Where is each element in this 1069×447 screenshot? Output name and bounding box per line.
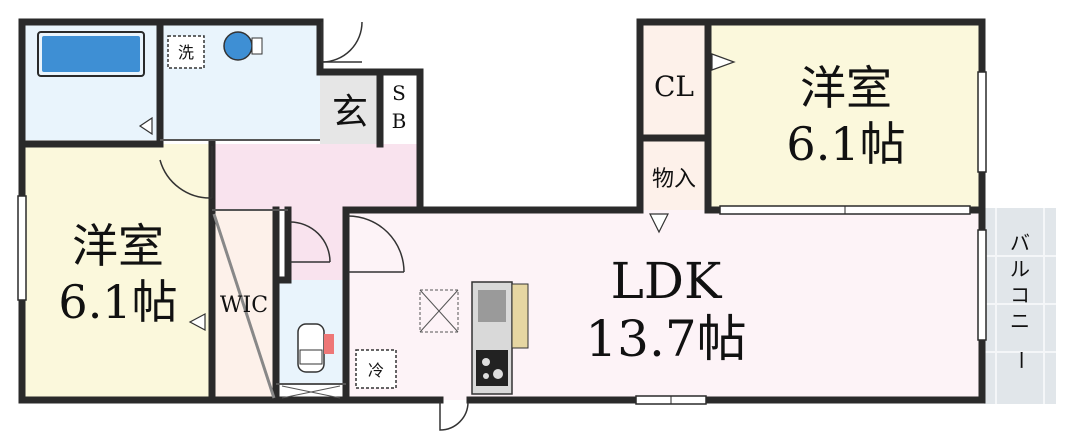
- doors: [159, 21, 469, 431]
- faucet-icon: [251, 37, 263, 55]
- partitions: [160, 139, 346, 385]
- bathtub-water: [42, 36, 140, 72]
- western-room-left-size: 6.1帖: [58, 275, 177, 329]
- kitchen-sink-icon: [478, 290, 506, 322]
- corridor-fill: [212, 144, 420, 210]
- balcony-grid: [984, 208, 1056, 404]
- corridor-lower-fill: [288, 210, 346, 280]
- closet-fill: [640, 22, 708, 138]
- storage-fill: [640, 138, 708, 210]
- burner-icon: [483, 373, 489, 379]
- fridge-space: [355, 349, 397, 389]
- western-room-right-fill: [708, 22, 982, 210]
- western-room-left-fill: [22, 144, 212, 400]
- balcony-char: ル: [1010, 257, 1030, 281]
- western-room-right-size: 6.1帖: [786, 117, 905, 171]
- toilet-panel: [324, 334, 334, 354]
- entrance-fill: [320, 72, 380, 144]
- wic-rod: [212, 213, 276, 399]
- shoebox-label-b: B: [392, 109, 407, 133]
- western-room-right-name: 洋室: [800, 61, 892, 115]
- toilet-icon: [297, 323, 325, 373]
- walls: [18, 18, 986, 404]
- wic-label: WIC: [220, 293, 268, 318]
- washer-space: [167, 35, 205, 69]
- stove-icon: [476, 350, 508, 386]
- closet-label: CL: [654, 70, 694, 103]
- storage-label: 物入: [652, 167, 696, 192]
- ventilation-icon: [281, 289, 459, 399]
- burner-icon: [493, 369, 503, 379]
- ldk-fill: [346, 210, 982, 400]
- shoebox-label-s: S: [392, 81, 406, 105]
- ldk-size: 13.7帖: [585, 310, 746, 368]
- balcony-char: ニ: [1010, 309, 1030, 333]
- balcony-char: ー: [1009, 350, 1033, 370]
- shoebox-fill: [380, 72, 420, 144]
- window-mullions: [670, 206, 846, 404]
- balcony-char: コ: [1010, 283, 1030, 307]
- entrance-label: 玄: [332, 92, 368, 133]
- washbasin: [223, 31, 253, 61]
- western-room-left-name: 洋室: [72, 219, 164, 273]
- balcony-label: バ ル コ ニ ー: [1009, 231, 1033, 370]
- balcony-char: バ: [1010, 231, 1030, 255]
- kitchen-backsplash: [511, 283, 529, 349]
- burner-icon: [482, 358, 490, 366]
- fridge-label: 冷: [368, 361, 384, 380]
- ldk-name: LDK: [611, 252, 723, 310]
- switch-marks: [138, 53, 736, 331]
- washer-label: 洗: [178, 43, 194, 62]
- toilet-tank: [299, 349, 323, 365]
